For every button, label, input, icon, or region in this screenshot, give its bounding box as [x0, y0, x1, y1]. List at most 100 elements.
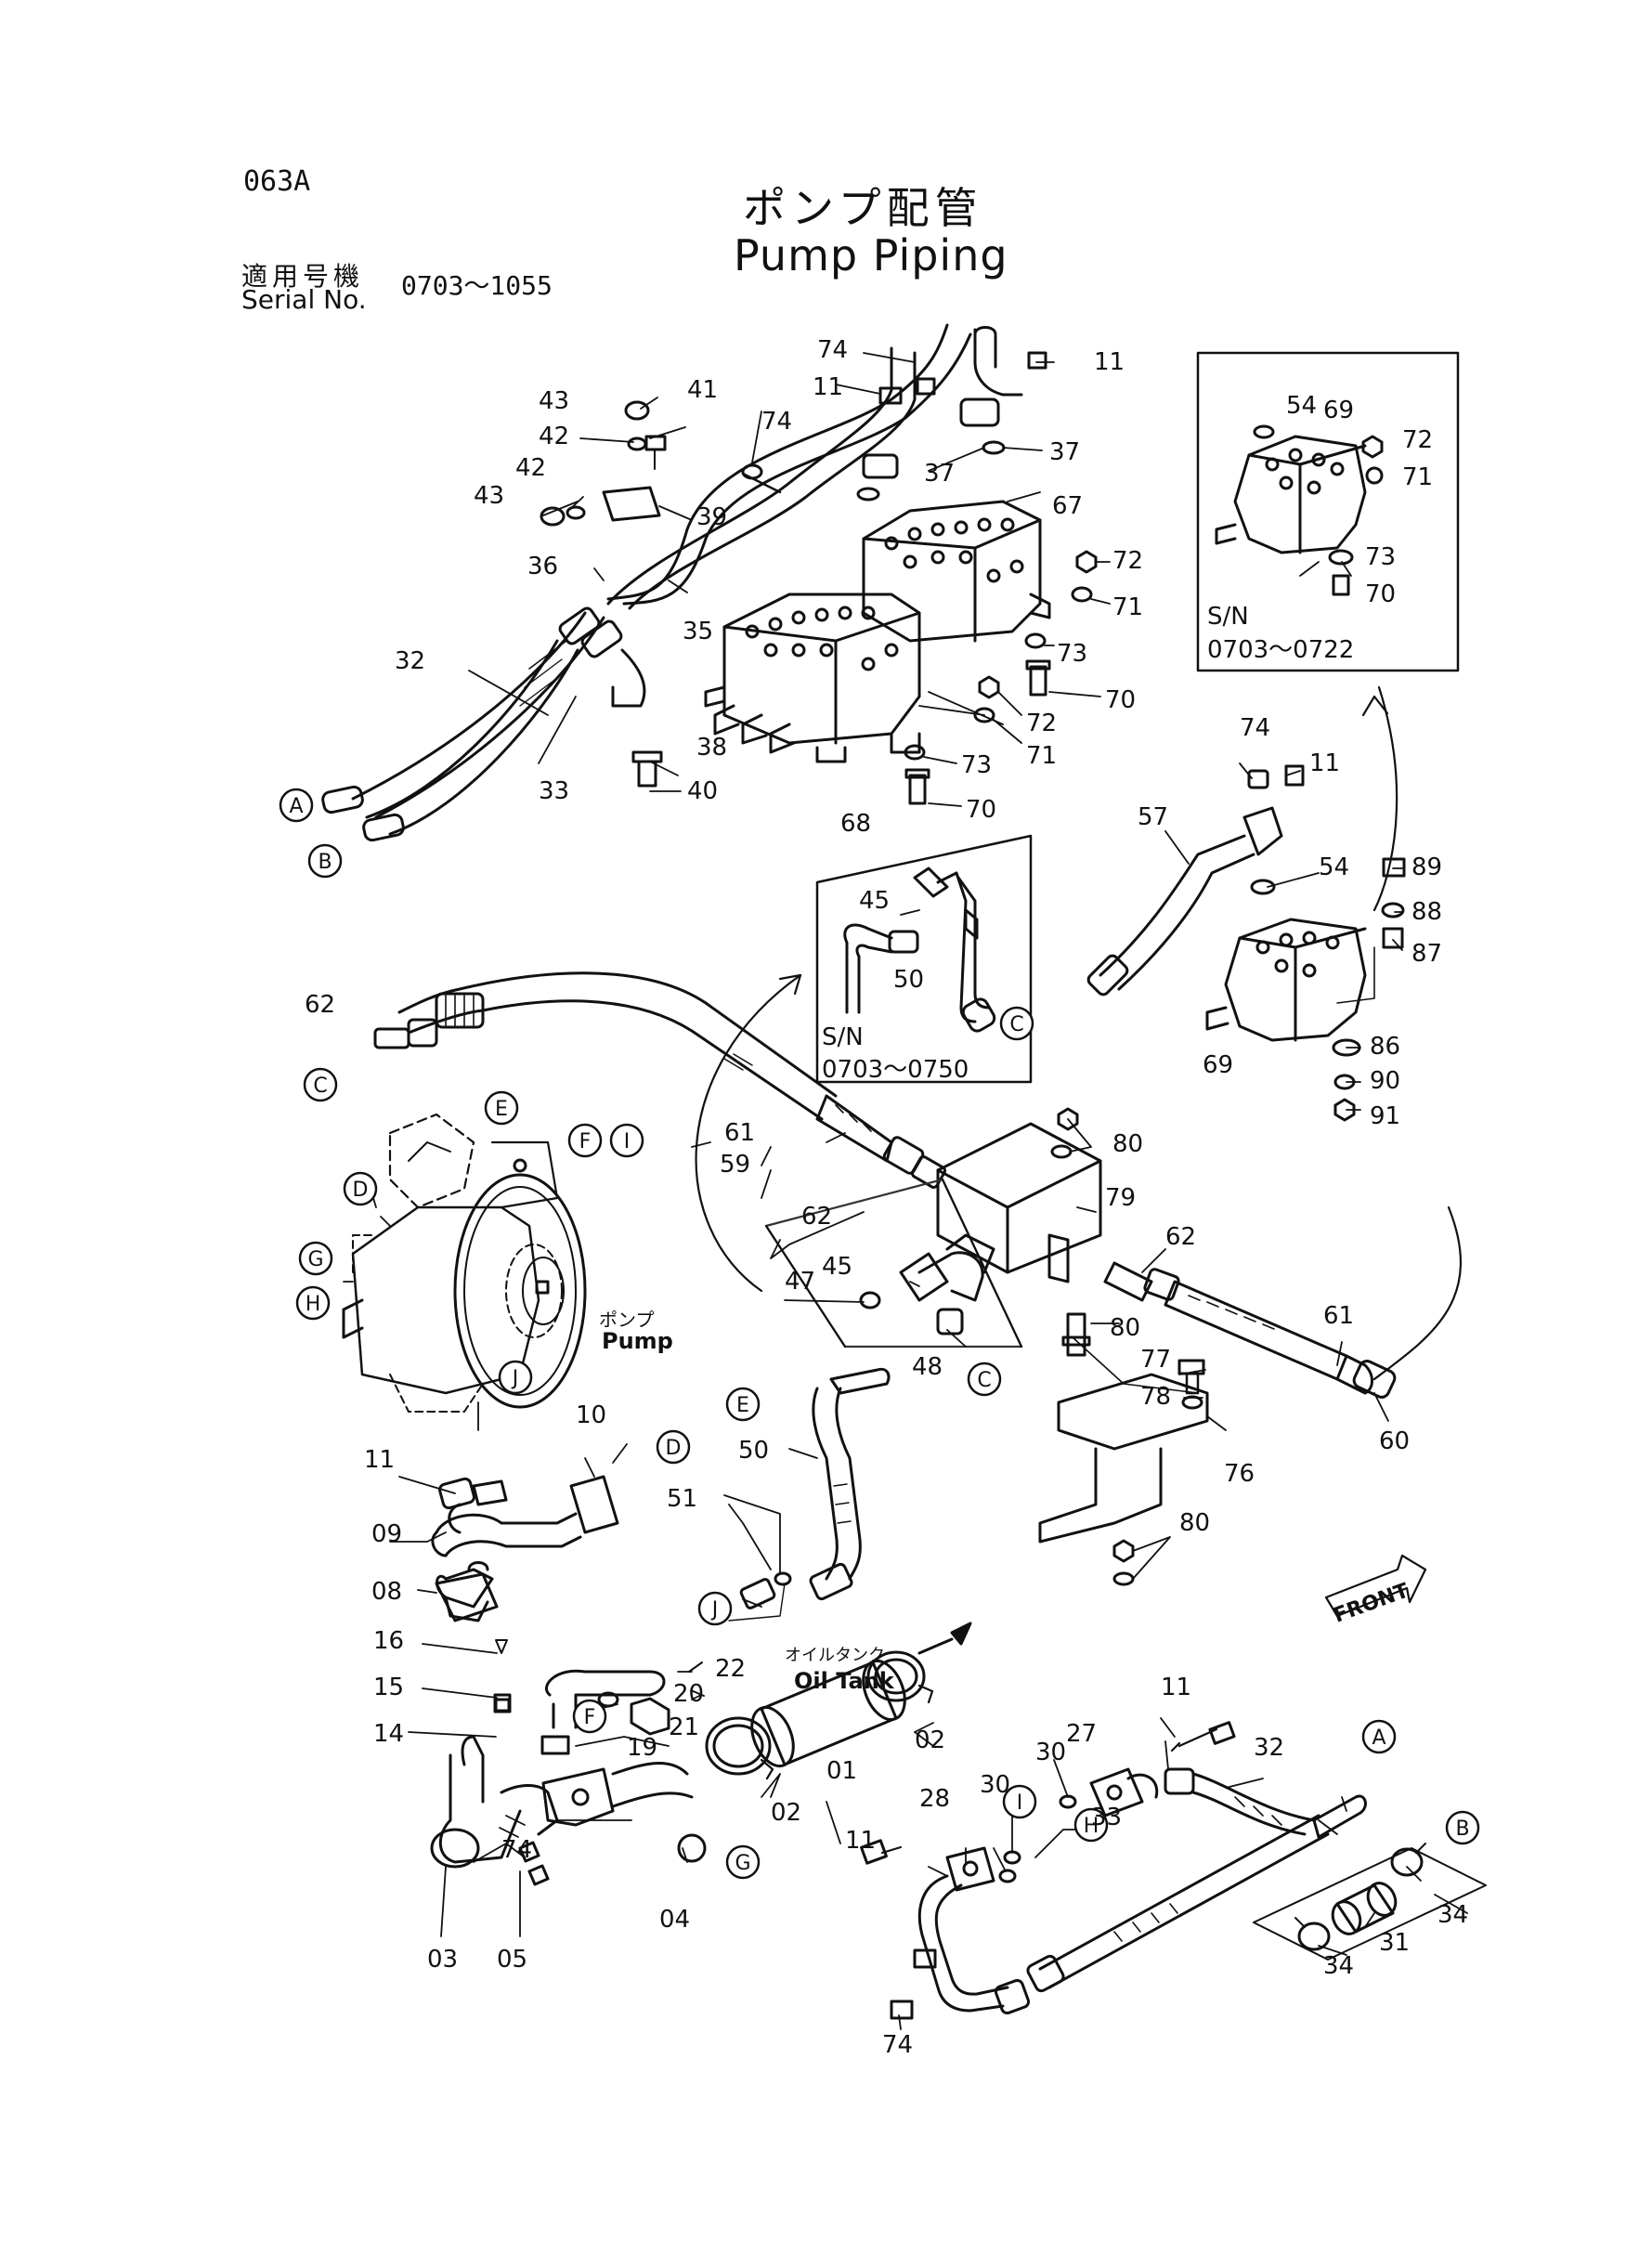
callout-b-circle [1445, 1810, 1480, 1845]
lower-left-pipes [430, 1475, 707, 1886]
tube-57-valve-69 [1086, 764, 1406, 1122]
part-label: 11 [1161, 1674, 1191, 1701]
part-label: 61 [724, 1119, 755, 1147]
part-label: 02 [771, 1799, 801, 1827]
part-label: 68 [840, 810, 871, 838]
part-label: 72 [1026, 710, 1057, 737]
callout-g-label: G [735, 1852, 750, 1875]
serial-label-english: Serial No. [241, 284, 367, 315]
part-label: 11 [1309, 749, 1340, 777]
upper-tube-assembly [321, 323, 1047, 842]
part-label: 11 [845, 1827, 876, 1855]
callout-c-circle [303, 1067, 338, 1102]
callout-c-label: C [1009, 1013, 1023, 1036]
part-label: 03 [427, 1946, 458, 1974]
inset-valve-sn-range: 0703～0722 [1207, 636, 1354, 664]
part-label: 02 [915, 1726, 945, 1754]
callout-g-circle [298, 1241, 333, 1276]
part-label: 38 [696, 734, 727, 762]
part-label: 08 [371, 1578, 402, 1606]
part-label: 45 [859, 887, 890, 915]
part-label: 77 [1140, 1346, 1171, 1374]
part-label: 54 [1286, 392, 1317, 420]
callout-d-circle [343, 1171, 378, 1206]
part-label: 35 [683, 618, 713, 645]
callout-g-label: G [307, 1248, 323, 1271]
callout-c-label: C [313, 1075, 327, 1098]
part-label: 80 [1112, 1130, 1143, 1158]
part-label: 30 [980, 1771, 1010, 1799]
front-label: FRONT [1331, 1579, 1412, 1627]
callout-c-label: C [977, 1369, 991, 1392]
part-label: 16 [373, 1627, 404, 1655]
part-label: 90 [1370, 1067, 1400, 1095]
callout-d-circle [656, 1429, 691, 1465]
part-label: 72 [1112, 547, 1143, 575]
part-label: 78 [1140, 1383, 1171, 1411]
title-japanese: ポンプ配管 [743, 183, 983, 233]
control-valve-68 [704, 593, 921, 763]
callout-c-circle [967, 1362, 1002, 1397]
callout-e-circle [725, 1387, 761, 1422]
part-label: 80 [1179, 1509, 1210, 1537]
part-label: 01 [826, 1757, 857, 1785]
part-label: 70 [1365, 580, 1396, 608]
part-label: 51 [667, 1485, 697, 1513]
part-label: 89 [1411, 853, 1442, 881]
part-label: 71 [1026, 742, 1057, 770]
part-label: 11 [364, 1446, 395, 1474]
part-label: 50 [893, 966, 924, 994]
serial-label-japanese: 適用号機 [241, 261, 365, 292]
callout-e-label: E [495, 1098, 508, 1121]
part-label: 10 [576, 1401, 606, 1429]
inset-pipe-sn-label: S/N [822, 1023, 864, 1051]
callout-j-label: J [511, 1367, 519, 1390]
part-label: 40 [687, 777, 718, 805]
part-label: 57 [1138, 803, 1168, 831]
part-label: 09 [371, 1520, 402, 1548]
part-label: 74 [1240, 714, 1270, 742]
nut-icon [1361, 435, 1384, 459]
part-label: 04 [659, 1906, 690, 1934]
part-label: 43 [539, 387, 569, 415]
oil-tank-label-en: Oil Tank [794, 1668, 895, 1694]
part-label: 59 [720, 1151, 750, 1179]
part-label: 15 [373, 1674, 404, 1701]
part-label: 42 [539, 423, 569, 450]
part-label: 87 [1411, 940, 1442, 968]
part-label: 33 [539, 777, 569, 805]
part-label: 72 [1402, 426, 1433, 454]
part-label: 14 [373, 1720, 404, 1748]
part-label: 67 [1052, 492, 1083, 520]
tube-09-block-08 [435, 1479, 508, 1622]
part-label: 62 [1165, 1223, 1196, 1251]
part-label: 20 [673, 1680, 704, 1708]
callout-d-label: D [666, 1437, 682, 1460]
part-label: 11 [813, 373, 843, 401]
part-label: 91 [1370, 1102, 1400, 1130]
callout-i-label: I [1017, 1791, 1023, 1815]
part-label: 34 [1323, 1952, 1354, 1980]
pump-label-jp: ポンプ [599, 1309, 654, 1331]
part-label: 73 [1365, 543, 1396, 571]
part-label: 86 [1370, 1033, 1400, 1061]
callout-i-label: I [624, 1130, 631, 1153]
part-label: 39 [696, 503, 727, 531]
front-arrow-icon [1324, 1554, 1427, 1618]
callout-e-circle [484, 1090, 519, 1126]
callout-f-label: F [579, 1130, 592, 1153]
return-hose-01 [705, 1622, 972, 1780]
hose-61-lower [1103, 1205, 1462, 1399]
part-label: 80 [1110, 1314, 1140, 1342]
part-label: 32 [1254, 1734, 1284, 1762]
part-label: 30 [1035, 1739, 1066, 1766]
part-label: 70 [966, 796, 996, 824]
callout-j-label: J [710, 1598, 719, 1622]
part-label: 22 [715, 1655, 746, 1683]
part-label: 21 [669, 1713, 699, 1741]
callout-h-circle [1073, 1807, 1109, 1843]
part-label: 70 [1105, 686, 1136, 714]
part-label: 74 [761, 408, 792, 436]
callout-j-circle [498, 1360, 533, 1395]
